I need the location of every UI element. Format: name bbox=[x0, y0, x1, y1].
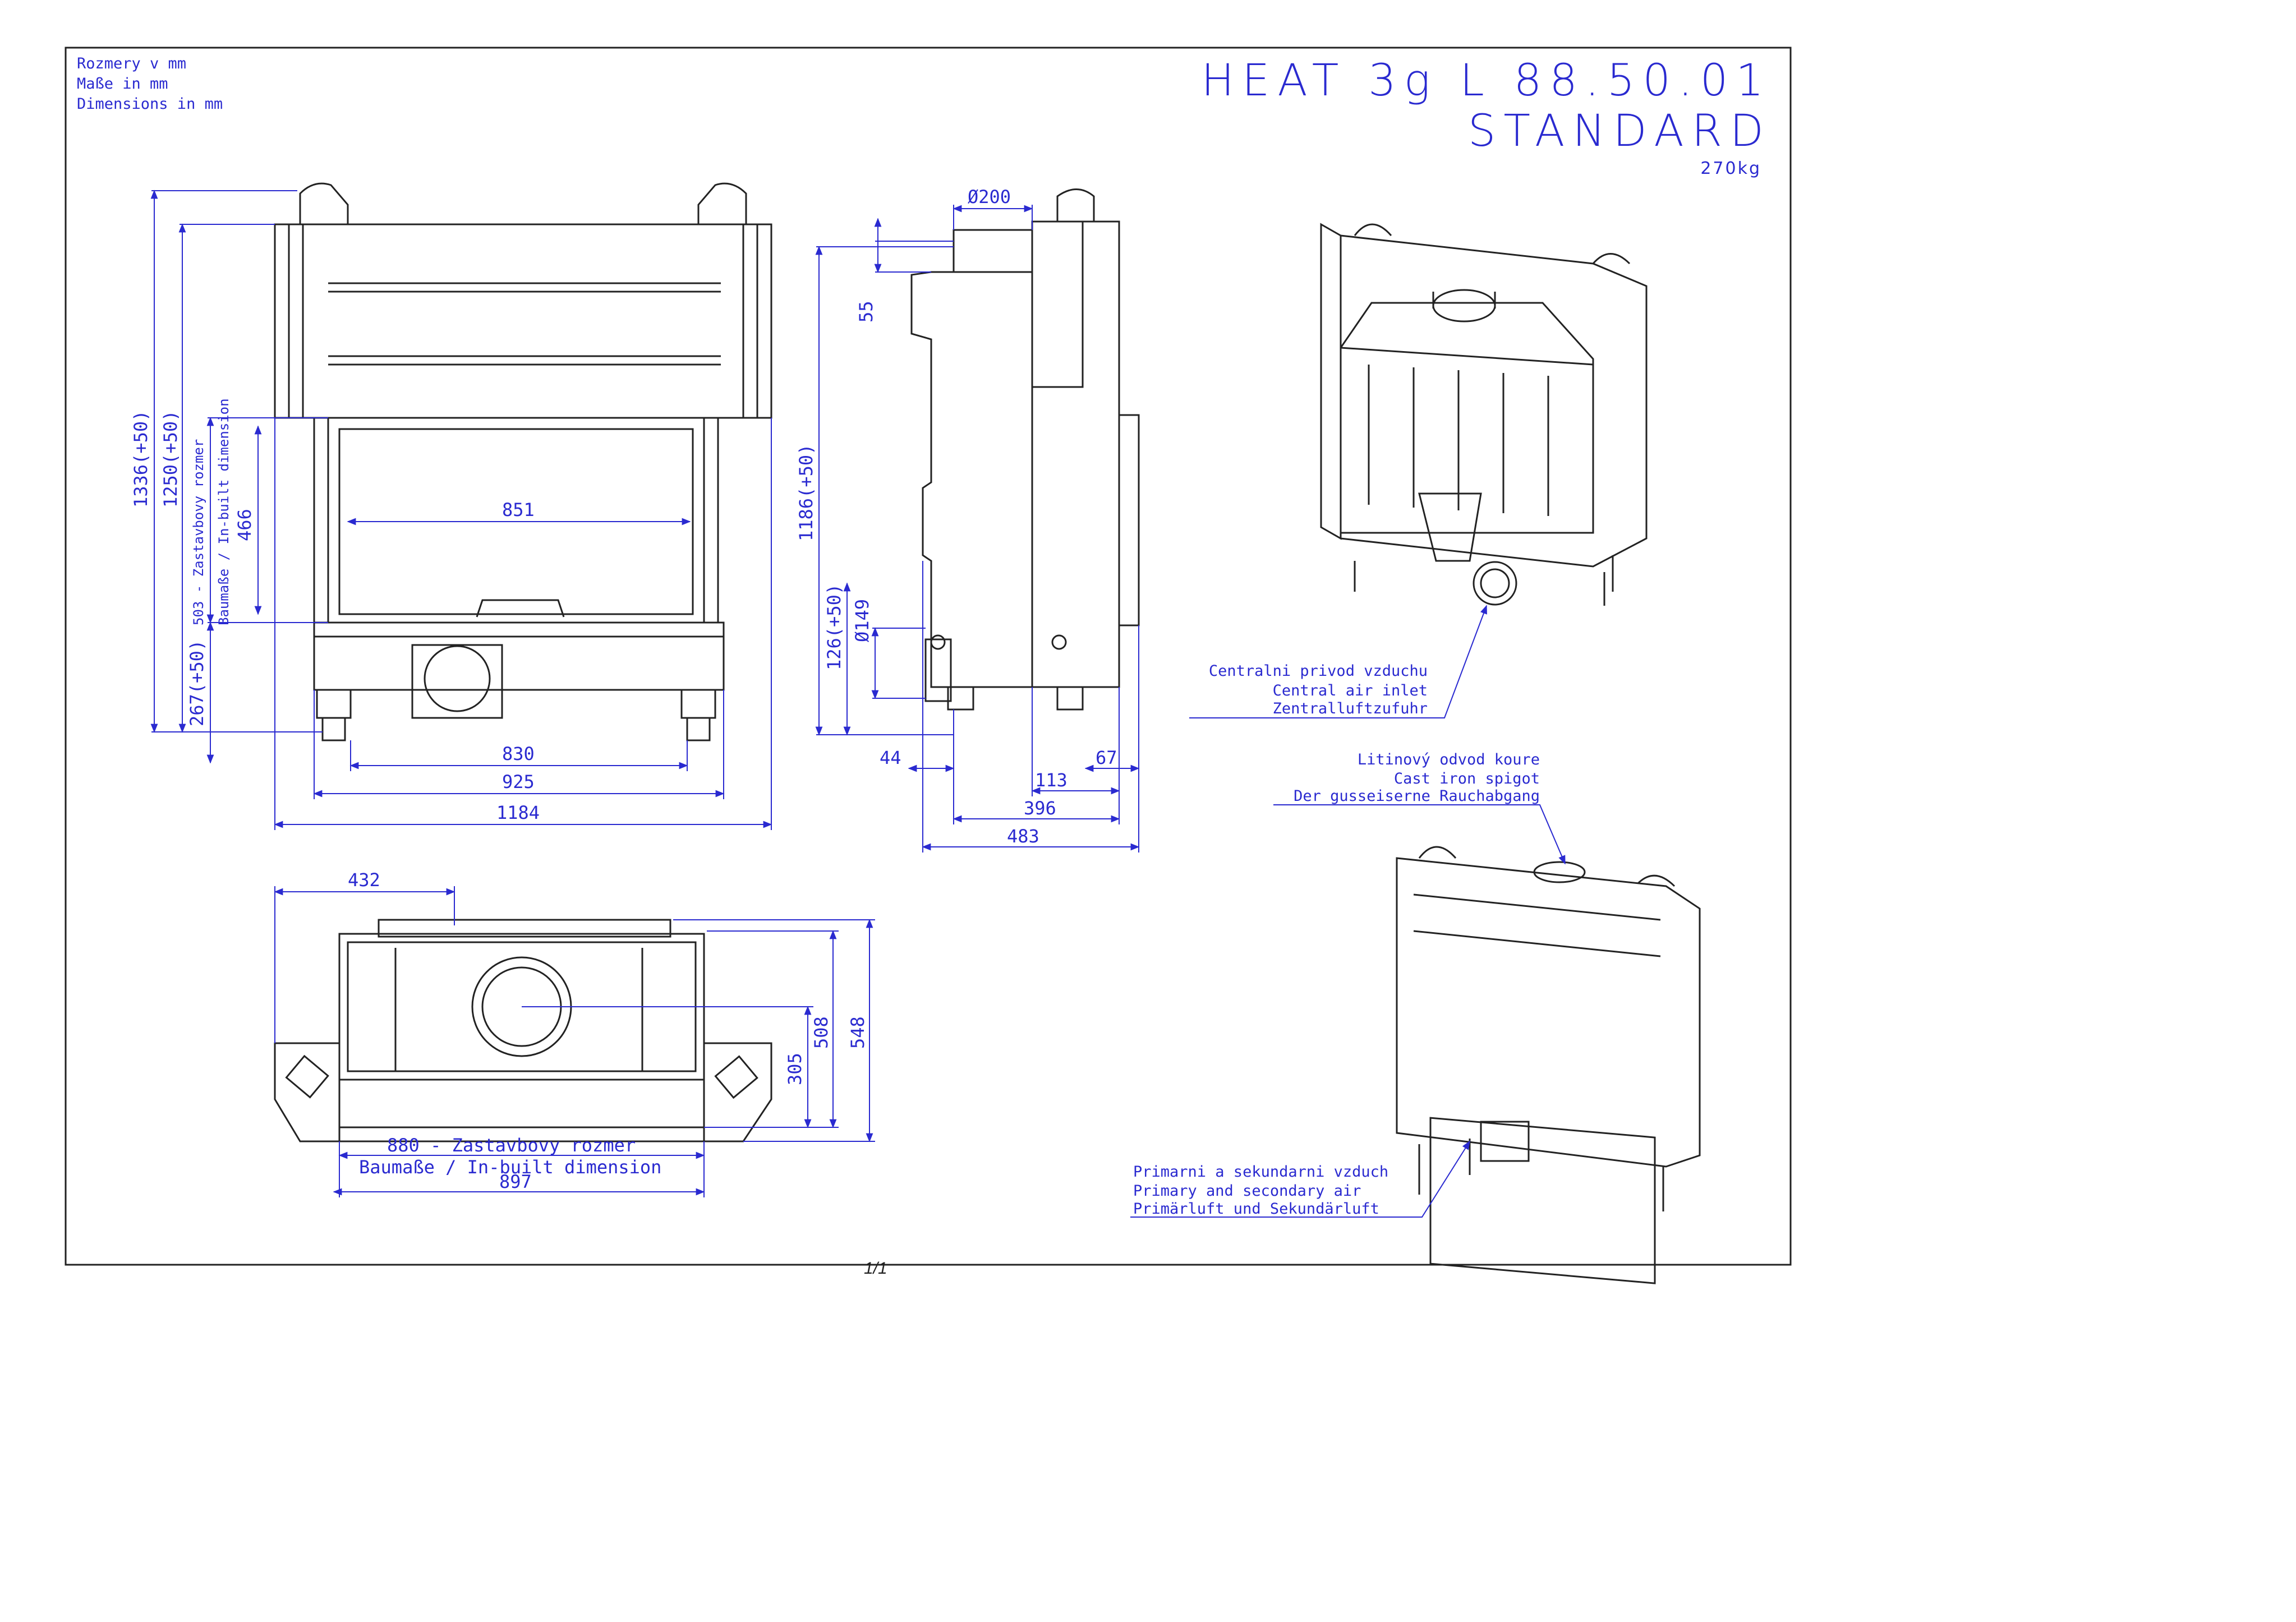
lifting-lug-right bbox=[697, 182, 747, 225]
callout-primary-air-de: Primärluft und Sekundärluft bbox=[1133, 1200, 1379, 1218]
dim-851: 851 bbox=[502, 499, 535, 520]
units-note-cz: Rozmery v mm bbox=[77, 55, 186, 72]
dim-67: 67 bbox=[1096, 747, 1117, 768]
dim-1186: 1186(+50) bbox=[795, 444, 817, 541]
front-dimension-labels: 1336(+50) 1250(+50) 503 - Zastavbovy roz… bbox=[130, 398, 540, 823]
top-dimensions bbox=[274, 886, 875, 1197]
callout-spigot-en: Cast iron spigot bbox=[1394, 770, 1540, 787]
callout-central-air-en: Central air inlet bbox=[1273, 682, 1428, 699]
callout-primary-air: Primarni a sekundarni vzduch Primary and… bbox=[1133, 1163, 1388, 1218]
weight-label: 270kg bbox=[1700, 159, 1761, 178]
callout-spigot-cz: Litinový odvod koure bbox=[1358, 751, 1540, 768]
top-dimension-labels: 432 305 508 548 880 - Zastavbovy rozmer … bbox=[348, 869, 868, 1192]
side-lifting-lug bbox=[1056, 188, 1095, 223]
front-dimensions bbox=[150, 190, 772, 830]
iso-front-view bbox=[1396, 846, 1701, 1284]
dim-builtin-de-en: Baumaße / In-built dimension bbox=[216, 398, 232, 625]
dim-44: 44 bbox=[880, 747, 901, 768]
dim-flue-200: Ø200 bbox=[968, 186, 1011, 208]
dim-508: 508 bbox=[811, 1016, 832, 1049]
dim-1250: 1250(+50) bbox=[160, 411, 181, 508]
dim-267: 267(+50) bbox=[186, 640, 208, 726]
dim-432: 432 bbox=[348, 869, 380, 891]
dim-830: 830 bbox=[502, 743, 535, 764]
drawing-frame bbox=[65, 47, 1792, 1266]
side-rear-panel bbox=[1031, 220, 1120, 688]
callout-central-air-cz: Centralni privod vzduchu bbox=[1209, 662, 1428, 680]
side-dimensions bbox=[815, 205, 1140, 853]
dim-880-builtin: 880 - Zastavbovy rozmer bbox=[387, 1135, 636, 1156]
iso-rear-view bbox=[1320, 223, 1648, 606]
iso-rear-air-inlet bbox=[1473, 561, 1517, 606]
front-base bbox=[313, 621, 725, 691]
dim-396: 396 bbox=[1024, 798, 1056, 819]
title-block: HEAT 3g L 88.50.01 STANDARD 270kg bbox=[1202, 56, 1772, 178]
side-body-profile bbox=[910, 271, 1033, 688]
dim-305: 305 bbox=[784, 1053, 806, 1085]
dim-466: 466 bbox=[234, 509, 255, 541]
dim-1184: 1184 bbox=[496, 802, 540, 823]
front-air-inlet bbox=[424, 645, 491, 712]
dim-126: 126(+50) bbox=[823, 584, 845, 670]
dim-880-de-en: Baumaße / In-built dimension bbox=[359, 1156, 661, 1178]
dim-503-builtin: 503 - Zastavbovy rozmer bbox=[191, 439, 206, 625]
side-dimension-labels: Ø200 55 1186(+50) 126(+50) Ø149 44 67 11… bbox=[795, 186, 1117, 847]
front-upper-panel bbox=[274, 223, 772, 419]
callout-central-air: Centralni privod vzduchu Central air inl… bbox=[1209, 662, 1428, 717]
callout-spigot: Litinový odvod koure Cast iron spigot De… bbox=[1294, 751, 1540, 805]
front-view bbox=[274, 182, 772, 741]
dim-483: 483 bbox=[1007, 826, 1039, 847]
callout-central-air-de: Zentralluftzufuhr bbox=[1273, 700, 1428, 717]
dim-548: 548 bbox=[847, 1016, 868, 1049]
dim-1336: 1336(+50) bbox=[130, 411, 151, 508]
side-view bbox=[910, 188, 1140, 711]
units-note-de: Maße in mm bbox=[77, 75, 168, 93]
dim-113: 113 bbox=[1035, 769, 1068, 791]
units-note-en: Dimensions in mm bbox=[77, 95, 223, 113]
model-title: HEAT 3g L 88.50.01 bbox=[1202, 56, 1772, 106]
callout-primary-air-en: Primary and secondary air bbox=[1133, 1182, 1361, 1200]
callout-lines bbox=[1130, 605, 1566, 1218]
dim-55: 55 bbox=[855, 301, 877, 322]
variant-title: STANDARD bbox=[1468, 106, 1772, 156]
iso-front-body bbox=[1396, 857, 1701, 1168]
iso-rear-spigot bbox=[1432, 289, 1496, 322]
dim-897: 897 bbox=[499, 1171, 532, 1192]
callout-primary-air-cz: Primarni a sekundarni vzduch bbox=[1133, 1163, 1388, 1181]
callout-spigot-de: Der gusseiserne Rauchabgang bbox=[1294, 787, 1540, 805]
dim-925: 925 bbox=[502, 771, 535, 792]
lifting-lug-left bbox=[299, 182, 349, 225]
iso-front-glass bbox=[1429, 1117, 1656, 1284]
units-note: Rozmery v mm Maße in mm Dimensions in mm bbox=[77, 55, 223, 113]
top-view bbox=[274, 919, 772, 1142]
iso-rear-body bbox=[1340, 234, 1648, 568]
page-number: 1/1 bbox=[864, 1259, 887, 1278]
dim-inlet-149: Ø149 bbox=[852, 599, 873, 642]
